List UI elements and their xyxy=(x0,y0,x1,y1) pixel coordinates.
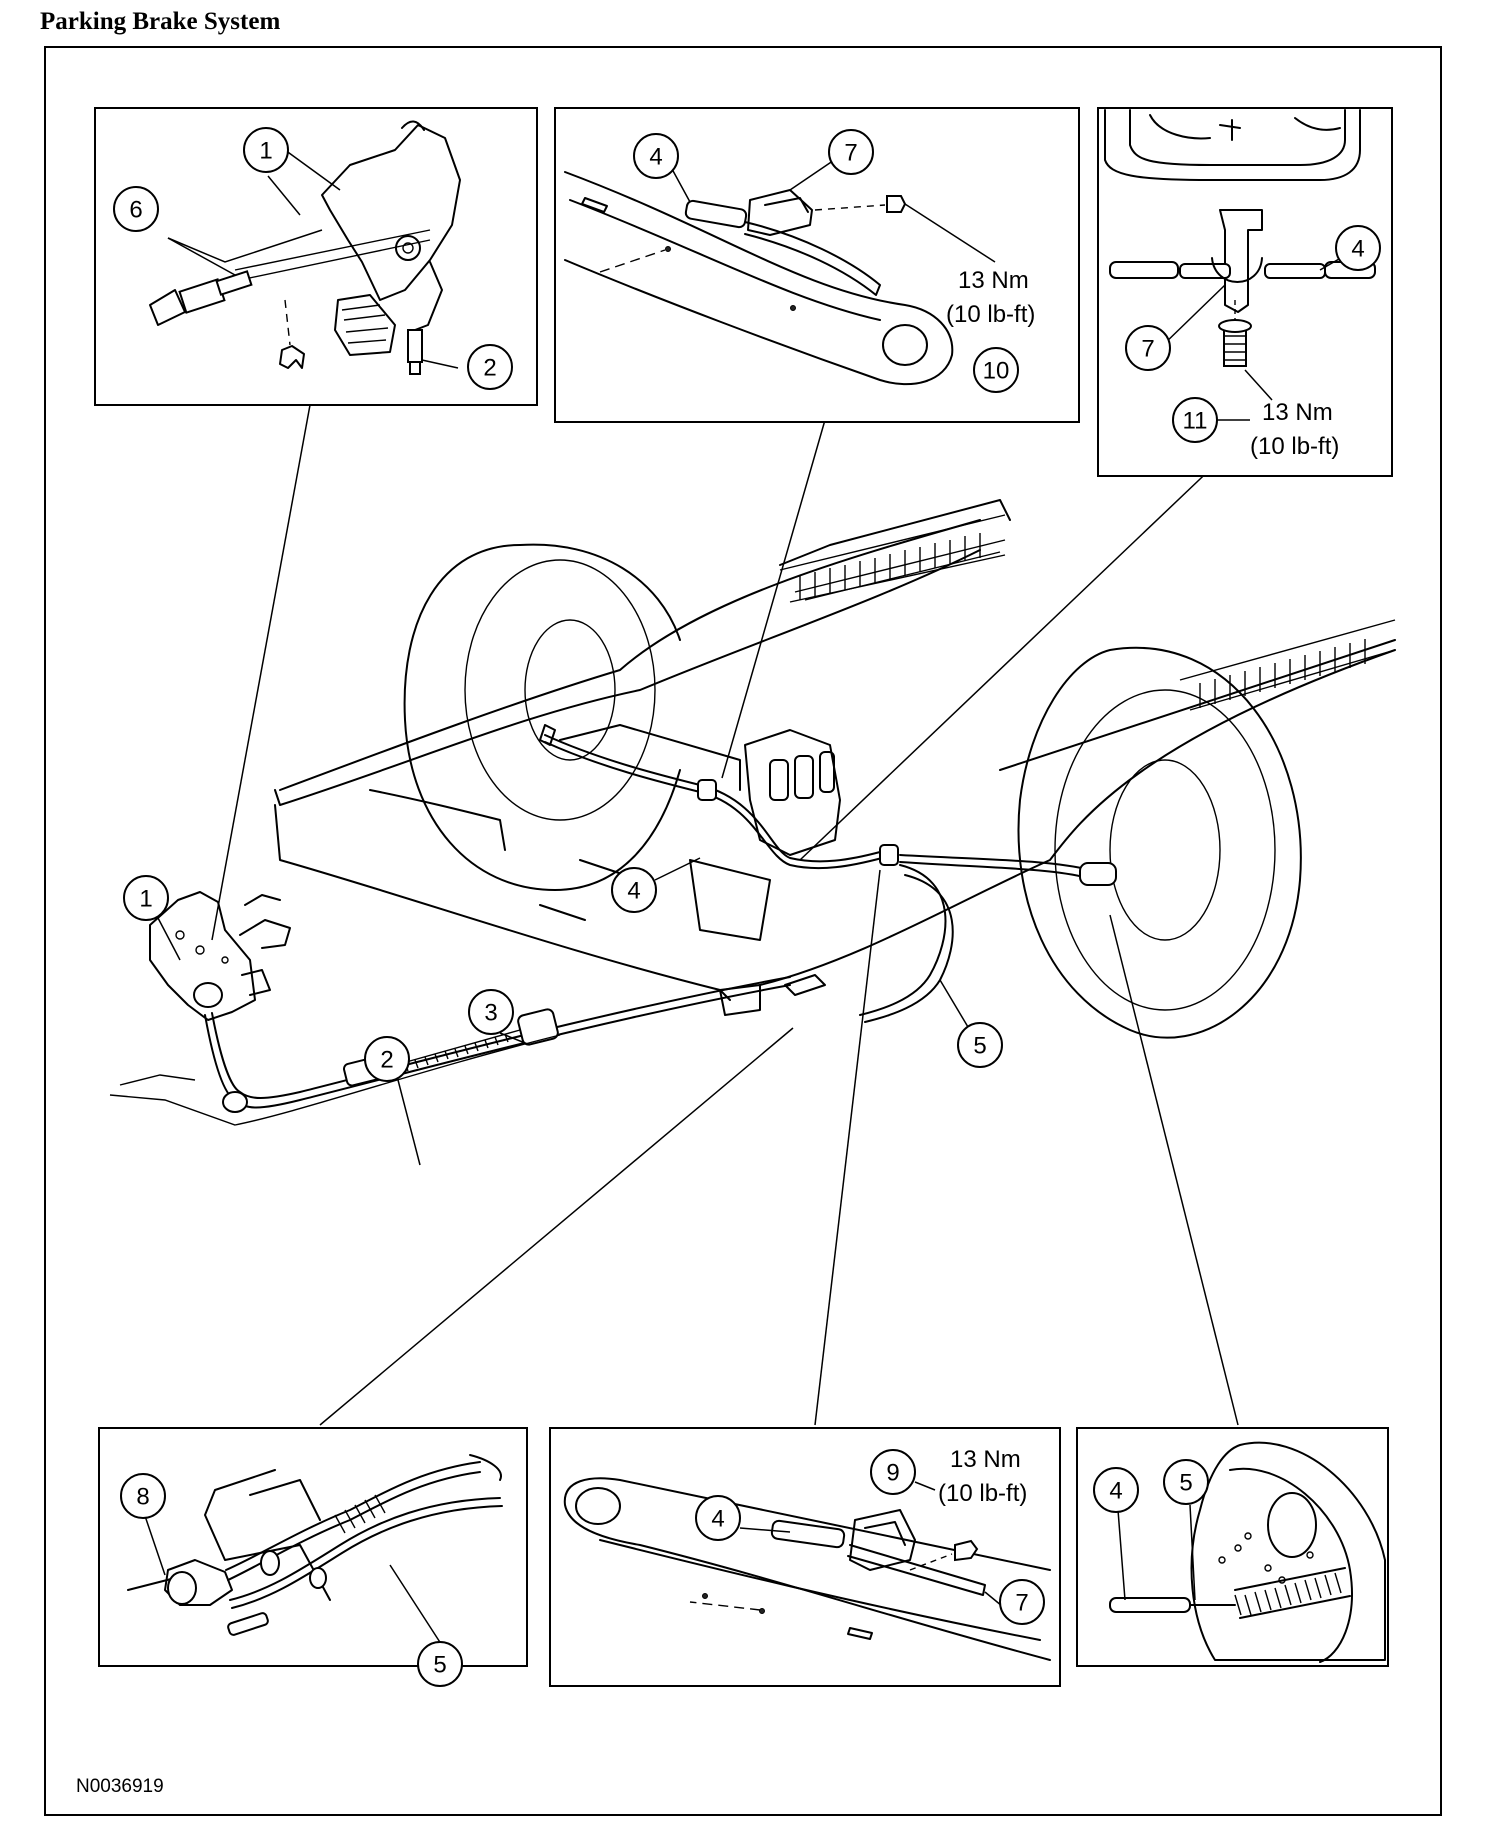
main-chassis-view xyxy=(109,499,1396,1126)
svg-text:4: 4 xyxy=(649,144,662,171)
detail-panel-bracket-9 xyxy=(549,1427,1061,1687)
rail-ribs-upper xyxy=(779,514,1006,603)
callout-5-brake: 5 xyxy=(1163,1459,1209,1505)
callout-4-top: 4 xyxy=(633,133,679,179)
page-title: Parking Brake System xyxy=(40,8,281,35)
svg-text:1: 1 xyxy=(139,886,152,913)
rail-ribs-lower xyxy=(1179,619,1396,711)
svg-text:7: 7 xyxy=(1015,1590,1028,1617)
svg-text:11: 11 xyxy=(1183,408,1208,435)
torque-9-lbft: (10 lb-ft) xyxy=(938,1480,1027,1507)
callout-5-equalizer: 5 xyxy=(417,1641,463,1687)
svg-text:7: 7 xyxy=(844,140,857,167)
callout-4-brake: 4 xyxy=(1093,1467,1139,1513)
svg-text:5: 5 xyxy=(973,1033,986,1060)
detail-panel-pedal xyxy=(94,107,538,406)
svg-text:4: 4 xyxy=(1351,236,1364,263)
callout-6: 6 xyxy=(113,186,159,232)
svg-text:2: 2 xyxy=(380,1047,393,1074)
callout-2-pedal: 2 xyxy=(467,344,513,390)
callout-4-right: 4 xyxy=(1335,225,1381,271)
svg-text:4: 4 xyxy=(711,1506,724,1533)
callout-1-pedal: 1 xyxy=(243,127,289,173)
detail-panel-guide-11 xyxy=(1097,107,1393,477)
detail-panel-rear-brake xyxy=(1076,1427,1389,1667)
svg-text:3: 3 xyxy=(484,1000,497,1027)
callout-11: 11 xyxy=(1172,397,1218,443)
svg-text:10: 10 xyxy=(983,358,1010,385)
svg-text:2: 2 xyxy=(483,355,496,382)
svg-text:5: 5 xyxy=(433,1652,446,1679)
callout-8: 8 xyxy=(120,1473,166,1519)
callout-7-right: 7 xyxy=(1125,325,1171,371)
svg-text:9: 9 xyxy=(886,1460,899,1487)
leader-lines xyxy=(211,404,1239,1426)
svg-text:1: 1 xyxy=(259,138,272,165)
svg-text:4: 4 xyxy=(627,878,640,905)
svg-text:8: 8 xyxy=(136,1484,149,1511)
callout-1-main: 1 xyxy=(123,875,169,921)
torque-9-nm: 13 Nm xyxy=(950,1446,1021,1473)
callout-5-main: 5 xyxy=(957,1022,1003,1068)
callout-3: 3 xyxy=(468,989,514,1035)
diagram-frame xyxy=(44,46,1442,1816)
callout-4-bottom: 4 xyxy=(695,1495,741,1541)
torque-11-lbft: (10 lb-ft) xyxy=(1250,433,1339,460)
svg-text:6: 6 xyxy=(129,197,142,224)
callout-2-main: 2 xyxy=(364,1036,410,1082)
callout-7-bottom: 7 xyxy=(999,1579,1045,1625)
torque-11-nm: 13 Nm xyxy=(1262,399,1333,426)
callout-10: 10 xyxy=(973,347,1019,393)
callout-4-main: 4 xyxy=(611,867,657,913)
torque-10-lbft: (10 lb-ft) xyxy=(946,301,1035,328)
torque-10-nm: 13 Nm xyxy=(958,267,1029,294)
callout-7-top: 7 xyxy=(828,129,874,175)
svg-text:7: 7 xyxy=(1141,336,1154,363)
detail-panel-equalizer xyxy=(98,1427,528,1667)
svg-text:4: 4 xyxy=(1109,1478,1122,1505)
svg-text:5: 5 xyxy=(1179,1470,1192,1497)
figure-id: N0036919 xyxy=(76,1776,164,1797)
callout-9: 9 xyxy=(870,1449,916,1495)
